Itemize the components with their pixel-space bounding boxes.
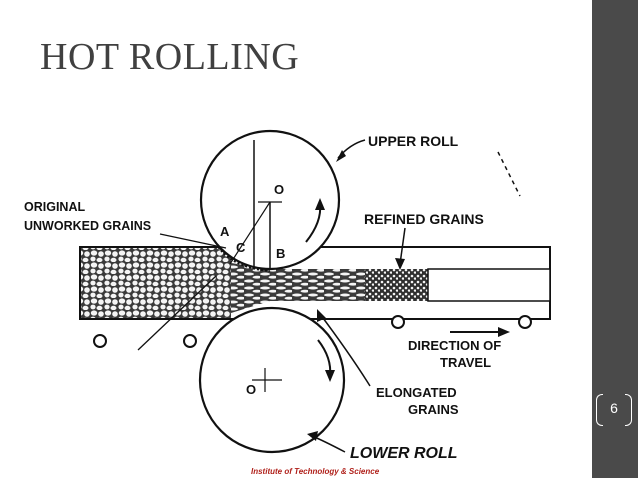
elongated-leader [319,313,371,387]
upper-roll-leader-head [336,150,346,162]
point-o-upper: O [274,182,284,197]
lower-roll-leader [311,435,346,453]
contact-line [229,201,271,265]
lower-roll-label: LOWER ROLL [350,445,458,462]
strain-line [137,275,217,351]
elongated-label-line2: GRAINS [408,402,459,417]
refined-leader-head [395,258,405,270]
elongated-label-line1: ELONGATED [376,385,457,400]
support-roller [391,315,405,329]
refined-grain-zone [365,269,428,301]
point-o-lower: O [246,382,256,397]
direction-arrowhead [498,327,510,337]
support-roller [93,334,107,348]
elongated-grain-zone [231,263,365,313]
left-bracket [596,394,603,426]
original-grain-zone [81,248,231,318]
point-a: A [220,224,230,239]
refined-leader [399,227,406,265]
support-roller [518,315,532,329]
diagram-svg: UPPER ROLL ORIGINAL UNWORKED GRAINS REFI… [24,129,551,476]
support-roller [183,334,197,348]
hot-rolling-diagram: UPPER ROLL ORIGINAL UNWORKED GRAINS REFI… [20,118,587,478]
refined-grains-label: REFINED GRAINS [364,211,484,227]
lower-roll-leader-head [307,431,318,441]
upper-roll [199,129,341,271]
upper-roll-dash [497,151,521,197]
page-number: 6 [610,400,618,416]
direction-label-line2: TRAVEL [440,355,491,370]
original-leader [159,233,227,249]
upper-rotation-arrowhead [315,198,325,210]
slide-title: HOT ROLLING [40,36,300,78]
point-b: B [276,246,285,261]
point-c: C [236,240,246,255]
upper-roll-label: UPPER ROLL [368,133,459,149]
original-label-line2: UNWORKED GRAINS [24,219,151,233]
finished-strip [427,268,551,302]
institute-credit: Institute of Technology & Science [251,467,380,476]
page-number-badge: 6 [596,394,632,426]
elongated-leader-head [317,309,326,322]
original-label-line1: ORIGINAL [24,200,85,214]
lower-rotation-arrowhead [325,370,335,382]
direction-label-line1: DIRECTION OF [408,338,501,353]
